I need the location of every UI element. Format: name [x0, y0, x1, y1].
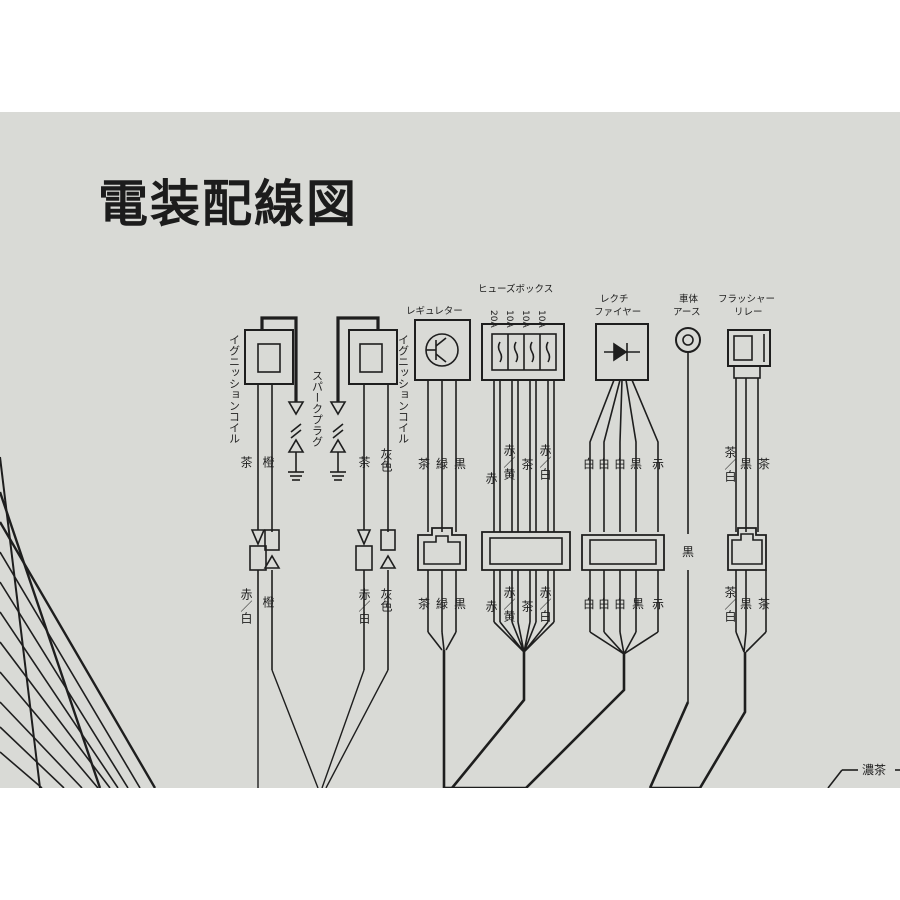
wire-rect-upper-4: 黒 — [630, 457, 642, 471]
left-harness-wires — [0, 456, 157, 788]
label-body-ground-1: 車体 — [679, 293, 699, 305]
spark-plug-right — [329, 401, 347, 481]
wire-rect-lower-2: 白 — [598, 596, 610, 611]
wire-fuse-upper-2: 赤／黄 — [502, 444, 516, 481]
wire-rect-lower-4: 黒 — [632, 597, 644, 611]
wire-fuse-lower-2: 赤／黄 — [502, 586, 516, 623]
wire-ign-right-upper-1: 茶 — [357, 455, 371, 468]
wiring-diagram: イグニッションコイル スパークプラグ イグニッションコイル レギュレター ヒュー… — [0, 283, 900, 788]
wire-reg-lower-1: 茶 — [418, 596, 430, 611]
label-rectifier-2: ファイヤー — [594, 307, 641, 318]
wire-ground: 黒 — [682, 545, 694, 559]
spark-plug-left — [287, 401, 305, 481]
fuse-rating-4: 10A — [536, 310, 546, 328]
label-ignition-coil-right: イグニッションコイル — [397, 334, 410, 444]
wire-fuse-lower-1: 赤 — [484, 600, 498, 612]
wire-reg-lower-3: 黒 — [454, 597, 466, 611]
label-fuse-box: ヒューズボックス — [478, 283, 553, 295]
fuse-rating-3: 10A — [520, 310, 530, 328]
wire-reg-upper-1: 茶 — [418, 456, 430, 471]
fuse-box — [444, 323, 571, 788]
label-flasher-1: フラッシャー — [718, 294, 775, 305]
label-rectifier-1: レクチ — [600, 294, 629, 305]
wire-reg-upper-2: 緑 — [436, 456, 448, 471]
wire-flasher-upper-2: 黒 — [740, 457, 752, 471]
wire-fuse-upper-1: 赤 — [484, 472, 498, 484]
wire-fuse-upper-4: 赤／白 — [538, 444, 552, 480]
label-flasher-2: リレー — [734, 307, 763, 318]
wire-rect-upper-3: 白 — [614, 456, 626, 471]
wire-fuse-lower-4: 赤／白 — [538, 586, 552, 622]
label-ignition-coil-left: イグニッションコイル — [228, 334, 241, 444]
diagram-sheet: 電装配線図 — [0, 112, 900, 788]
wire-ign-right-lower-1: 赤／白 — [357, 588, 371, 624]
fuse-ratings: 20A 10A 10A 10A — [488, 310, 546, 328]
wire-flasher-upper-1: 茶／白 — [723, 445, 737, 482]
wire-ign-left-upper-2: 橙 — [261, 455, 275, 468]
wire-ign-right-lower-2: 灰色 — [379, 588, 393, 612]
label-spark-plug: スパークプラグ — [311, 370, 324, 447]
body-ground — [648, 327, 701, 788]
edge-connector — [827, 769, 900, 788]
wire-rect-lower-1: 白 — [583, 596, 595, 611]
wire-rect-lower-3: 白 — [614, 596, 626, 611]
edge-label: 濃茶 — [862, 762, 886, 777]
regulator — [414, 319, 471, 788]
wire-fuse-lower-3: 茶 — [520, 599, 534, 612]
flasher-relay — [650, 329, 771, 788]
wire-reg-lower-2: 緑 — [436, 596, 448, 611]
wire-flasher-lower-2: 黒 — [740, 597, 752, 611]
wire-rect-upper-1: 白 — [583, 456, 595, 471]
wire-reg-upper-3: 黒 — [454, 457, 466, 471]
fuse-rating-2: 10A — [504, 310, 514, 328]
label-regulator: レギュレター — [406, 306, 463, 317]
wire-ign-left-upper-1: 茶 — [239, 455, 253, 468]
wire-flasher-lower-1: 茶／白 — [723, 585, 737, 622]
ignition-coil-left — [244, 316, 319, 788]
wire-ign-right-upper-2: 灰色 — [379, 448, 393, 472]
labels: イグニッションコイル スパークプラグ イグニッションコイル レギュレター ヒュー… — [228, 283, 887, 777]
ignition-coil-right — [321, 316, 398, 788]
wire-rect-lower-5: 赤 — [652, 597, 664, 611]
wire-rect-upper-5: 赤 — [652, 457, 664, 471]
wire-flasher-upper-3: 茶 — [758, 456, 770, 471]
wire-ign-left-lower-1: 赤／白 — [239, 588, 253, 624]
wire-rect-upper-2: 白 — [598, 456, 610, 471]
page-title: 電装配線図 — [98, 175, 358, 233]
fuse-rating-1: 20A — [488, 310, 498, 328]
wire-ign-left-lower-2: 橙 — [261, 595, 275, 608]
label-body-ground-2: アース — [673, 307, 700, 318]
rectifier — [452, 323, 665, 788]
wire-flasher-lower-3: 茶 — [758, 596, 770, 611]
wire-fuse-upper-3: 茶 — [520, 457, 534, 470]
